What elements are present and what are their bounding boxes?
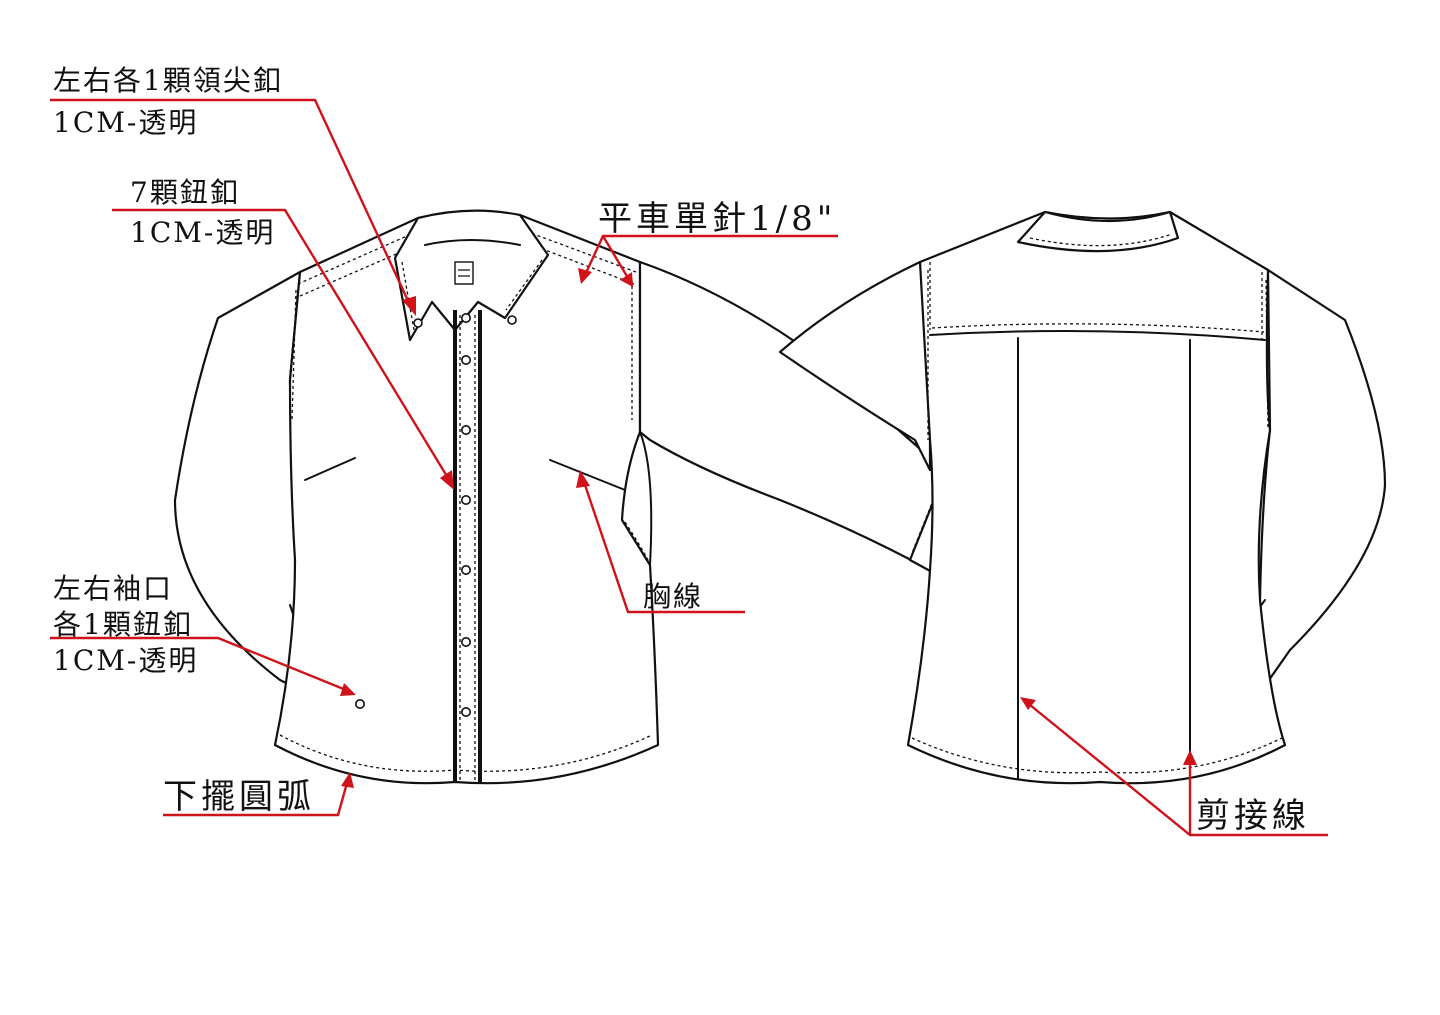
back-yoke-seam: [929, 330, 1266, 341]
back-right-sleeve: [1188, 268, 1387, 702]
label-cuff-button-3: 1CM-透明: [53, 644, 198, 677]
label-seam-line: 剪接線: [1196, 796, 1310, 836]
label-collar-button-1: 左右各1顆領尖釦: [53, 64, 283, 97]
front-chest-dart-left: [304, 457, 356, 481]
label-front-buttons-2: 1CM-透明: [130, 216, 275, 249]
callout-collar-button: [50, 98, 412, 306]
label-front-buttons-1: 7顆鈕釦: [130, 176, 240, 209]
button: [460, 312, 471, 323]
button: [460, 494, 471, 505]
callout-chest-line: [582, 481, 745, 614]
label-hem: 下擺圓弧: [163, 777, 315, 817]
label-collar-button-2: 1CM-透明: [53, 106, 198, 139]
annotation-labels: 左右各1顆領尖釦 1CM-透明 7顆鈕釦 1CM-透明 平車單針1/8" 胸線 …: [53, 64, 1310, 836]
neck-label: [454, 261, 474, 285]
front-buttons: [460, 312, 471, 717]
button: [460, 706, 471, 717]
button: [460, 636, 471, 647]
label-cuff-button-2: 各1顆鈕釦: [53, 608, 193, 641]
back-shirt-view: [778, 210, 1387, 785]
label-chest-line: 胸線: [643, 580, 703, 613]
back-collar: [1016, 210, 1180, 253]
callout-cuff-button: [50, 636, 347, 692]
collar-button-right: [507, 315, 517, 325]
label-topstitch: 平車單針1/8": [598, 199, 836, 239]
back-body: [906, 210, 1287, 785]
collar-button-left: [413, 318, 423, 328]
front-cuff-button: [354, 698, 365, 709]
button: [460, 424, 471, 435]
callout-lines: [50, 98, 1328, 837]
callout-hem: [163, 782, 349, 817]
callout-front-buttons: [112, 208, 450, 479]
label-cuff-button-1: 左右袖口: [53, 572, 173, 605]
front-chest-dart-right: [549, 459, 626, 491]
button: [460, 564, 471, 575]
button: [460, 354, 471, 365]
